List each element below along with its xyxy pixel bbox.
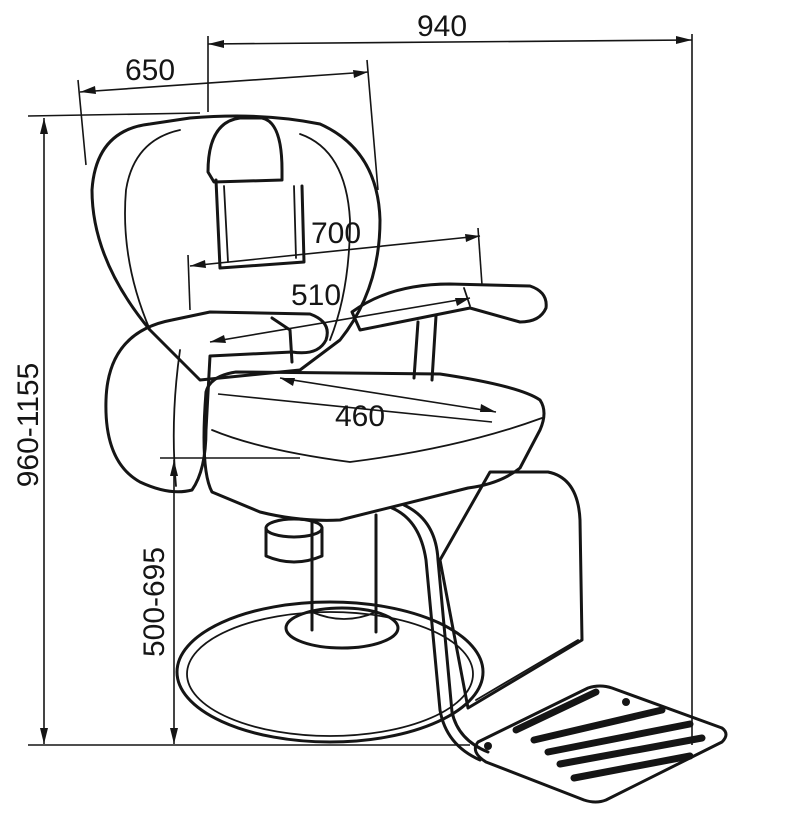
footrest-bar-inner (402, 503, 490, 754)
label-seat-depth: 460 (335, 400, 385, 433)
headrest (206, 116, 284, 184)
arrowhead (280, 378, 295, 386)
label-arm-span: 700 (311, 217, 361, 250)
dimension-line-460-upper (279, 377, 497, 413)
extension-line-650-right (366, 59, 379, 191)
arrowhead (170, 728, 178, 744)
headrest-post-inner (223, 185, 297, 263)
right-arm-pad-seam (463, 287, 471, 307)
extension-line-height-top (27, 112, 201, 117)
footplate-grip (570, 752, 694, 782)
arrowhead (208, 40, 224, 48)
chair-illustration (90, 114, 728, 804)
right-armrest (350, 282, 548, 332)
footplate-grip (530, 706, 666, 744)
pedestal-collar (311, 611, 377, 620)
arrowhead (455, 298, 470, 306)
footplate-grip (556, 734, 706, 768)
footplate-grip (544, 720, 694, 756)
arrowhead (465, 234, 480, 242)
dimension-line-650 (79, 71, 369, 93)
arrowhead (480, 404, 496, 412)
left-arm-pad (270, 316, 294, 364)
footplate-grip (512, 688, 600, 734)
backrest-side-seam (124, 129, 181, 331)
left-armrest-seam (172, 349, 181, 487)
extension-line-700-left (187, 254, 191, 311)
headrest-post (214, 178, 306, 270)
leg-rest-seam (475, 639, 579, 701)
footplate (473, 684, 728, 804)
seat-cushion (202, 370, 546, 522)
dimension-lines (27, 34, 693, 746)
extension-line-650-left (77, 79, 87, 166)
arrowhead (353, 70, 368, 78)
base-plate-inner (186, 611, 474, 737)
left-armrest (104, 310, 329, 494)
arrowhead (40, 118, 48, 134)
dimension-line-940 (207, 39, 693, 45)
dimension-line-700 (189, 235, 481, 267)
arrowhead (676, 36, 692, 44)
dimension-line-510 (209, 297, 471, 343)
leg-rest-panel (438, 470, 584, 710)
base-plate-outer (175, 600, 485, 744)
label-back-width: 650 (125, 54, 175, 87)
extension-line-700-right (477, 227, 483, 286)
arrowhead (80, 86, 96, 94)
backrest-outer (90, 114, 382, 382)
seat-cushion-seam (211, 417, 543, 463)
label-seat-width: 510 (291, 279, 341, 312)
label-seat-height: 500-695 (138, 547, 171, 657)
label-overall-height: 960-1155 (12, 363, 45, 488)
label-overall-depth: 940 (417, 10, 467, 43)
dimension-line-460 (217, 393, 493, 423)
arrowhead (190, 260, 206, 268)
footrest-bar (390, 506, 482, 762)
arrowhead (40, 728, 48, 744)
dimension-labels: 940 650 700 510 460 960-1155 500-695 (12, 10, 467, 657)
pump-pedal-top (264, 517, 324, 539)
right-armrest-support (412, 314, 438, 382)
arrowhead (210, 335, 226, 343)
backrest-right-seam (299, 133, 351, 341)
footplate-bolt (484, 742, 492, 750)
footplate-bolt (622, 698, 630, 706)
pump-pedal (264, 526, 324, 564)
pedestal-flange (284, 606, 400, 650)
